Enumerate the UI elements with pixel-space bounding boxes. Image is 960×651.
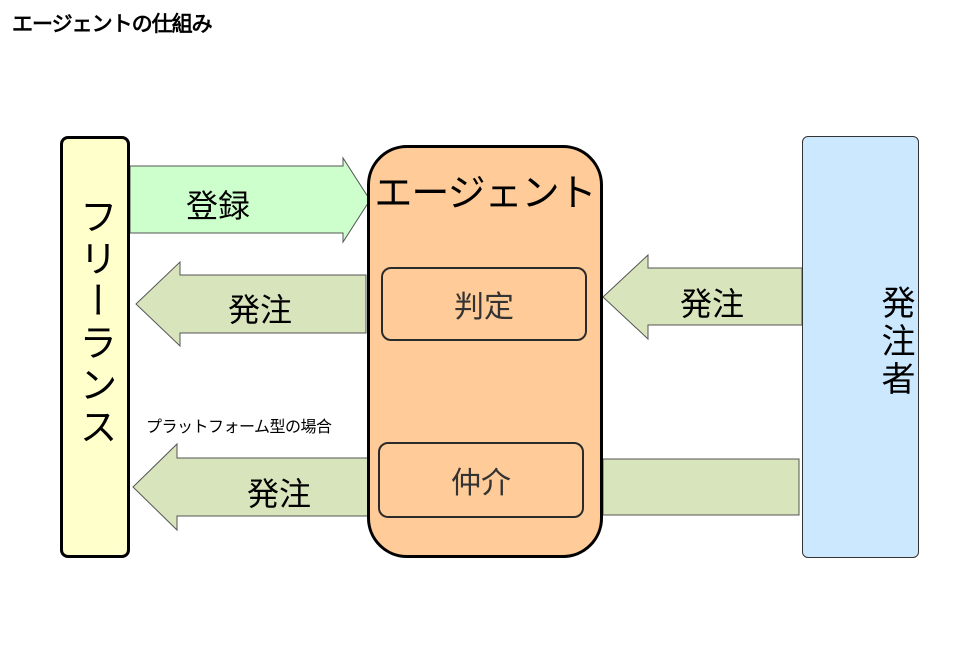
order-label-upper: 発注 [228,291,293,329]
platform-note: プラットフォーム型の場合 [146,417,332,436]
agent-label: エージェント [374,171,596,215]
register-label: 登録 [186,187,251,225]
order-label-lower: 発注 [247,475,312,513]
freelance-label: フリーランス [73,197,117,449]
judge-label: 判定 [454,290,514,325]
order-label-client: 発注 [680,285,745,323]
client-box: 発注者 [802,136,919,558]
mediate-box: 仲介 [378,442,584,518]
order-band-to-mediate [602,458,800,516]
order-arrow-to-freelance-upper [135,260,367,348]
client-label: 発注者 [875,285,915,399]
judge-box: 判定 [381,267,587,341]
order-arrow-to-freelance-lower [132,442,369,532]
freelance-box: フリーランス [60,136,130,558]
page-title: エージェントの仕組み [12,12,213,36]
register-arrow [129,156,371,244]
order-arrow-to-agent [602,253,803,341]
mediate-label: 仲介 [451,466,511,501]
